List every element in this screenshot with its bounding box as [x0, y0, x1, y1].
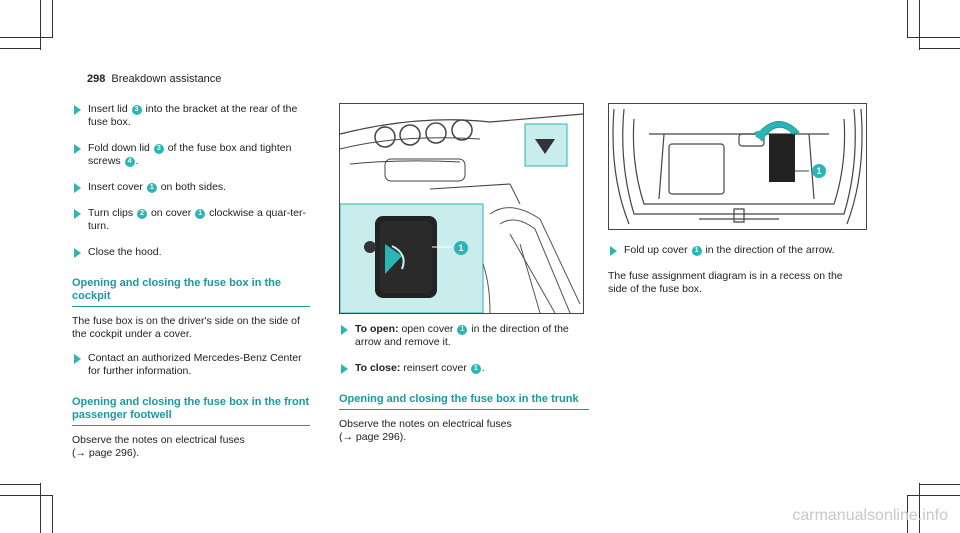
crop-mark — [40, 483, 41, 533]
callout-badge: 1 — [457, 325, 468, 335]
step-open-cover: To open: open cover 1 in the direction o… — [339, 323, 589, 349]
column-2: To open: open cover 1 in the direction o… — [339, 323, 589, 444]
page-reference-link[interactable]: (→ page 296). — [339, 431, 407, 443]
step-close-hood: Close the hood. — [72, 246, 310, 259]
step-arrow-icon — [610, 246, 617, 256]
crop-mark — [0, 37, 52, 38]
step-arrow-icon — [74, 144, 81, 154]
callout-badge: 3 — [153, 144, 164, 154]
page-header: 298 Breakdown assistance — [87, 73, 221, 85]
crop-mark — [908, 495, 960, 496]
crop-mark — [920, 48, 960, 49]
step-fold-up-cover: Fold up cover 1 in the direction of the … — [608, 244, 858, 257]
crop-mark — [919, 483, 920, 533]
crop-mark — [0, 48, 40, 49]
step-arrow-icon — [74, 105, 81, 115]
step-fold-down-lid: Fold down lid 3 of the fuse box and tigh… — [72, 142, 310, 168]
callout-badge: 4 — [124, 157, 135, 167]
crop-mark — [0, 495, 52, 496]
crop-mark — [52, 495, 53, 533]
step-insert-cover: Insert cover 1 on both sides. — [72, 181, 310, 194]
section-heading-cockpit: Opening and closing the fuse box in the … — [72, 277, 310, 307]
paragraph-cockpit: The fuse box is on the driver's side on … — [72, 315, 300, 340]
paragraph-trunk: Observe the notes on electrical fuses (→… — [339, 418, 512, 443]
crop-mark — [907, 495, 908, 533]
paragraph-footwell: Observe the notes on electrical fuses (→… — [72, 434, 245, 459]
crop-mark — [907, 0, 908, 38]
step-arrow-icon — [74, 209, 81, 219]
crop-mark — [52, 0, 53, 38]
crop-mark — [919, 0, 920, 50]
paragraph-fuse-assignment: The fuse assignment diagram is in a rece… — [608, 270, 843, 295]
step-arrow-icon — [74, 354, 81, 364]
page-reference-link[interactable]: (→ page 296). — [72, 447, 140, 459]
watermark: carmanualsonline.info — [792, 507, 948, 524]
callout-badge: 1 — [454, 241, 468, 255]
cockpit-fuse-box-illustration: 1 — [339, 103, 584, 314]
step-close-cover: To close: reinsert cover 1. — [339, 362, 589, 375]
crop-mark — [908, 37, 960, 38]
callout-badge: 1 — [812, 164, 826, 178]
step-insert-lid: Insert lid 3 into the bracket at the rea… — [72, 103, 310, 129]
column-1: Insert lid 3 into the bracket at the rea… — [72, 103, 310, 460]
page-number: 298 — [87, 73, 106, 85]
callout-badge: 3 — [131, 105, 142, 115]
cockpit-drawing — [340, 104, 583, 313]
callout-badge: 1 — [470, 364, 481, 374]
trunk-drawing — [609, 104, 866, 229]
trunk-fuse-box-illustration: 1 — [608, 103, 867, 230]
step-arrow-icon — [74, 248, 81, 258]
callout-badge: 1 — [146, 183, 157, 193]
section-heading-trunk: Opening and closing the fuse box in the … — [339, 393, 589, 410]
step-contact-center: Contact an authorized Mercedes-Benz Cent… — [72, 352, 310, 378]
crop-mark — [0, 484, 40, 485]
callout-badge: 2 — [137, 209, 148, 219]
crop-mark — [920, 484, 960, 485]
page-title: Breakdown assistance — [111, 73, 222, 85]
callout-badge: 1 — [195, 209, 206, 219]
step-arrow-icon — [341, 325, 348, 335]
column-3: Fold up cover 1 in the direction of the … — [608, 244, 858, 307]
step-turn-clips: Turn clips 2 on cover 1 clockwise a quar… — [72, 207, 310, 233]
step-arrow-icon — [74, 183, 81, 193]
crop-mark — [40, 0, 41, 50]
step-arrow-icon — [341, 364, 348, 374]
section-heading-footwell: Opening and closing the fuse box in the … — [72, 396, 310, 426]
callout-badge: 1 — [691, 246, 702, 256]
